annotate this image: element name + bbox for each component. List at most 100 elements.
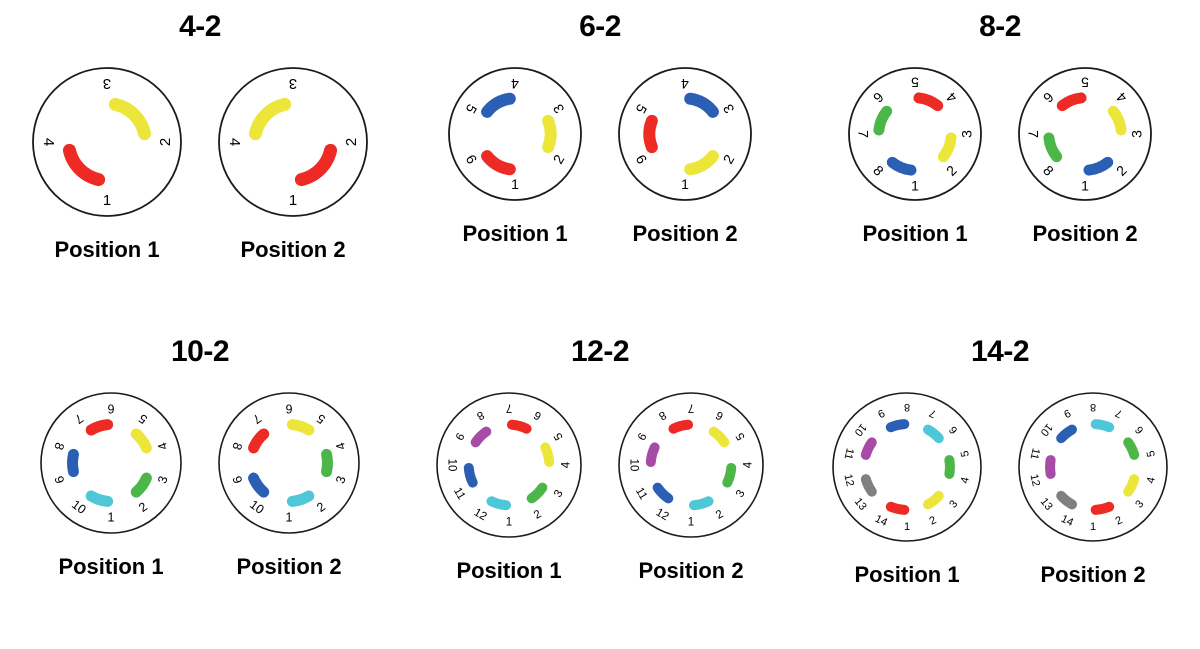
segment-yellow	[708, 426, 730, 448]
slot-number: 7	[506, 401, 512, 413]
slot-number: 11	[451, 486, 467, 502]
segment-red	[1056, 92, 1087, 112]
segment-blue	[248, 472, 270, 498]
dial-outline	[1018, 392, 1168, 542]
slot-number: 3	[959, 130, 975, 138]
slot-number: 2	[532, 508, 544, 522]
dial-outline	[618, 392, 764, 538]
segment-green	[526, 482, 548, 504]
segment-yellow	[1123, 474, 1140, 497]
slot-number: 4	[40, 138, 57, 146]
slot-number: 5	[1145, 449, 1158, 458]
segment-green	[873, 105, 893, 136]
segment-green	[944, 455, 955, 479]
slot-number: 4	[511, 76, 519, 92]
slot-number: 2	[714, 508, 726, 522]
position-label: Position 1	[854, 562, 960, 587]
slot-number: 10	[627, 459, 639, 472]
segment-green	[1043, 132, 1063, 163]
slot-number: 10	[1038, 421, 1055, 438]
panel-title: 12-2	[570, 335, 630, 368]
segment-red	[913, 92, 944, 112]
segment-green	[130, 472, 152, 498]
segment-yellow	[542, 114, 557, 154]
slot-number: 12	[654, 507, 671, 524]
position-label: Position 2	[1040, 562, 1146, 587]
slot-number: 3	[552, 488, 566, 500]
segment-red	[248, 428, 270, 454]
position-label: Position 1	[58, 554, 164, 579]
segment-blue	[481, 92, 516, 118]
slot-number: 1	[681, 176, 689, 192]
position-label: Position 1	[862, 221, 968, 246]
segment-blue	[67, 448, 79, 478]
position-label: Position 2	[638, 558, 744, 583]
segment-red	[62, 143, 106, 187]
slot-number: 3	[103, 75, 111, 92]
dial-outline	[436, 392, 582, 538]
slot-number: 1	[108, 511, 115, 525]
segment-blue	[1083, 156, 1114, 176]
segment-blue	[684, 92, 719, 118]
dial-outline	[32, 67, 182, 217]
slot-number: 8	[904, 401, 910, 413]
segment-cyan	[688, 496, 714, 511]
slot-number: 6	[107, 401, 114, 415]
segment-grey	[860, 474, 877, 497]
segment-red	[668, 419, 694, 434]
slot-number: 4	[1145, 476, 1158, 485]
segment-yellow	[108, 97, 152, 141]
segment-red	[294, 143, 338, 187]
slot-number: 9	[51, 474, 66, 485]
slot-number: 1	[103, 192, 111, 209]
slot-number: 5	[734, 430, 748, 442]
dial-outline	[832, 392, 982, 542]
dial-outline	[218, 392, 360, 534]
segment-red	[1090, 501, 1115, 515]
slot-number: 10	[69, 497, 89, 517]
slot-number: 4	[743, 461, 755, 468]
slot-number: 3	[734, 488, 748, 500]
slot-number: 5	[1081, 74, 1089, 90]
segment-cyan	[85, 490, 114, 507]
dial-outline	[218, 67, 368, 217]
segment-yellow	[684, 150, 719, 176]
slot-number: 1	[1081, 178, 1089, 194]
slot-number: 7	[855, 130, 871, 138]
slot-number: 1	[911, 178, 919, 194]
segment-purple	[645, 442, 660, 468]
slot-number: 10	[247, 497, 267, 517]
slot-number: 4	[155, 441, 170, 452]
slot-number: 9	[452, 430, 466, 442]
panel-title: 8-2	[979, 10, 1021, 43]
dial-outline	[40, 392, 182, 534]
slot-number: 4	[959, 476, 972, 485]
slot-number: 13	[852, 496, 869, 513]
slot-number: 14	[1059, 513, 1075, 529]
slot-number: 9	[634, 430, 648, 442]
slot-number: 8	[229, 441, 244, 452]
slot-number: 4	[226, 138, 243, 146]
segment-green	[321, 448, 333, 478]
